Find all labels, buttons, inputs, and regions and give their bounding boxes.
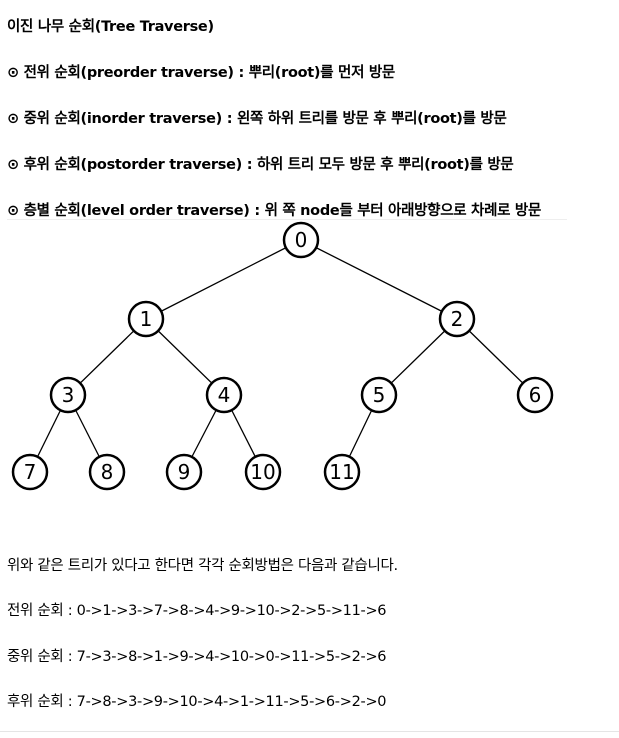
tree-node-0: 0 bbox=[282, 221, 320, 259]
divider bbox=[0, 731, 619, 732]
result-preorder: 전위 순회 : 0->1->3->7->8->4->9->10->2->5->1… bbox=[7, 603, 387, 619]
node-circle bbox=[11, 453, 49, 491]
definition-inorder: ⊙ 중위 순회(inorder traverse) : 왼쪽 하위 트리를 방문… bbox=[7, 107, 507, 128]
tree-node-4: 4 bbox=[205, 376, 243, 414]
tree-node-10: 10 bbox=[244, 453, 282, 491]
node-circle bbox=[244, 453, 282, 491]
definition-postorder: ⊙ 후위 순회(postorder traverse) : 하위 트리 모두 방… bbox=[7, 153, 514, 174]
tree-node-9: 9 bbox=[165, 453, 203, 491]
tree-node-1: 1 bbox=[127, 300, 165, 338]
node-circle bbox=[88, 453, 126, 491]
bullet-icon: ⊙ bbox=[7, 203, 19, 219]
definition-text: 중위 순회(inorder traverse) : 왼쪽 하위 트리를 방문 후… bbox=[23, 111, 507, 127]
tree-node-8: 8 bbox=[88, 453, 126, 491]
tree-edge-0-1 bbox=[145, 239, 302, 320]
tree-node-6: 6 bbox=[516, 376, 554, 414]
node-label: 6 bbox=[529, 383, 542, 407]
page-title: 이진 나무 순회(Tree Traverse) bbox=[7, 19, 214, 35]
result-postorder: 후위 순회 : 7->8->3->9->10->4->1->11->5->6->… bbox=[7, 694, 387, 710]
node-circle bbox=[516, 376, 554, 414]
tree-image-frame bbox=[7, 219, 567, 506]
bullet-icon: ⊙ bbox=[7, 157, 19, 173]
node-circle bbox=[438, 300, 476, 338]
node-circle bbox=[127, 300, 165, 338]
definition-text: 전위 순회(preorder traverse) : 뿌리(root)를 먼저 … bbox=[23, 65, 396, 81]
node-circle bbox=[282, 221, 320, 259]
node-circle bbox=[323, 453, 361, 491]
intro-text: 위와 같은 트리가 있다고 한다면 각각 순회방법은 다음과 같습니다. bbox=[7, 558, 398, 574]
tree-node-5: 5 bbox=[360, 376, 398, 414]
tree-node-11: 11 bbox=[323, 453, 361, 491]
node-circle bbox=[360, 376, 398, 414]
node-label: 1 bbox=[140, 307, 153, 331]
node-label: 10 bbox=[250, 460, 275, 484]
node-circle bbox=[165, 453, 203, 491]
definition-preorder: ⊙ 전위 순회(preorder traverse) : 뿌리(root)를 먼… bbox=[7, 61, 395, 82]
definition-levelorder: ⊙ 층별 순회(level order traverse) : 위 쪽 node… bbox=[7, 199, 541, 220]
result-inorder: 중위 순회 : 7->3->8->1->9->4->10->0->11->5->… bbox=[7, 649, 387, 665]
node-label: 9 bbox=[178, 460, 191, 484]
tree-node-3: 3 bbox=[49, 376, 87, 414]
definition-text: 후위 순회(postorder traverse) : 하위 트리 모두 방문 … bbox=[23, 157, 514, 173]
node-label: 3 bbox=[62, 383, 75, 407]
tree-node-7: 7 bbox=[11, 453, 49, 491]
node-label: 7 bbox=[24, 460, 37, 484]
node-label: 8 bbox=[101, 460, 114, 484]
node-label: 11 bbox=[329, 460, 354, 484]
binary-tree-diagram: 0 1 2 3 4 5 6 7 8 9 10 11 bbox=[11, 221, 554, 491]
bullet-icon: ⊙ bbox=[7, 65, 19, 81]
definition-text: 층별 순회(level order traverse) : 위 쪽 node들 … bbox=[23, 203, 542, 219]
node-label: 0 bbox=[295, 228, 308, 252]
tree-node-2: 2 bbox=[438, 300, 476, 338]
node-label: 4 bbox=[218, 383, 231, 407]
bullet-icon: ⊙ bbox=[7, 111, 19, 127]
node-label: 5 bbox=[373, 383, 386, 407]
node-label: 2 bbox=[451, 307, 464, 331]
node-circle bbox=[205, 376, 243, 414]
tree-edge-0-2 bbox=[300, 239, 458, 320]
node-circle bbox=[49, 376, 87, 414]
